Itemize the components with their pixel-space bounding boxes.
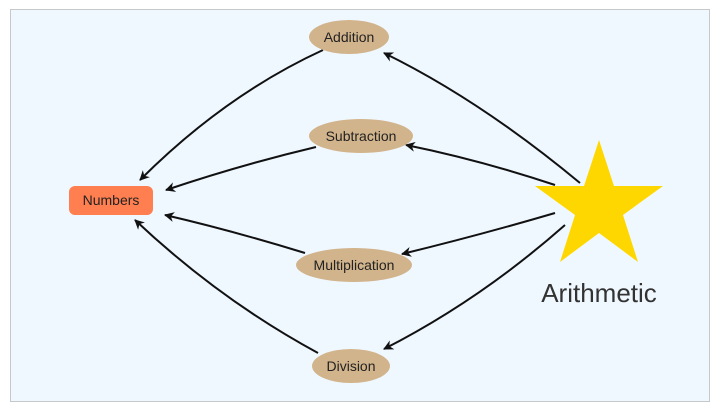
edge-arithmetic-to-addition [383,52,581,184]
division-ellipse [312,349,390,383]
node-arithmetic[interactable]: Arithmetic [535,140,663,308]
node-addition[interactable]: Addition [309,20,389,54]
numbers-label: Numbers [83,192,140,208]
node-multiplication[interactable]: Multiplication [296,248,412,282]
star-icon [535,140,663,262]
node-numbers[interactable]: Numbers [69,186,153,215]
multiplication-ellipse [296,248,412,282]
edge-subtraction-to-numbers [165,146,317,192]
numbers-box [69,186,153,215]
edges-layer [134,49,581,354]
division-label: Division [326,358,375,374]
subtraction-ellipse [309,119,413,153]
subtraction-label: Subtraction [326,128,397,144]
addition-label: Addition [324,29,375,45]
node-subtraction[interactable]: Subtraction [309,119,413,153]
arithmetic-label: Arithmetic [541,278,657,308]
edge-arithmetic-to-multiplication [401,212,556,257]
edge-division-to-numbers [134,219,319,354]
multiplication-label: Multiplication [314,257,395,273]
nodes-layer: Numbers Addition Subtraction Multiplicat… [69,20,663,383]
addition-ellipse [309,20,389,54]
edge-addition-to-numbers [139,49,324,181]
node-division[interactable]: Division [312,349,390,383]
edge-arithmetic-to-division [383,224,566,350]
edge-arithmetic-to-subtraction [405,141,556,186]
edge-multiplication-to-numbers [164,212,306,254]
